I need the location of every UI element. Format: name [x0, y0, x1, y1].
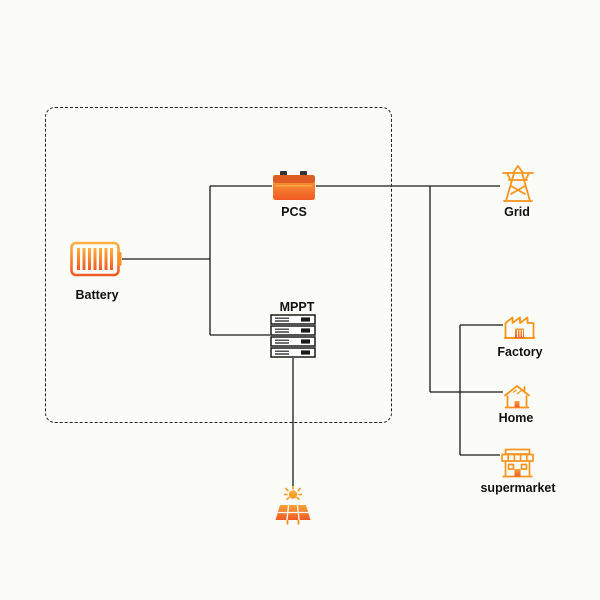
factory-icon	[503, 310, 536, 340]
grid-label: Grid	[504, 205, 530, 219]
supermarket-label: supermarket	[480, 481, 556, 495]
home-icon	[503, 383, 531, 409]
battery-label: Battery	[75, 288, 119, 302]
system-boundary-box	[45, 107, 392, 423]
home-label: Home	[498, 411, 534, 425]
mppt-label: MPPT	[279, 300, 315, 314]
mppt-icon	[270, 314, 316, 358]
grid-tower-icon	[500, 164, 536, 202]
factory-label: Factory	[497, 345, 543, 359]
pcs-icon	[272, 171, 316, 201]
pcs-label: PCS	[281, 205, 307, 219]
supermarket-icon	[500, 448, 535, 479]
battery-icon	[70, 240, 122, 278]
solar-panel-icon	[272, 485, 314, 526]
